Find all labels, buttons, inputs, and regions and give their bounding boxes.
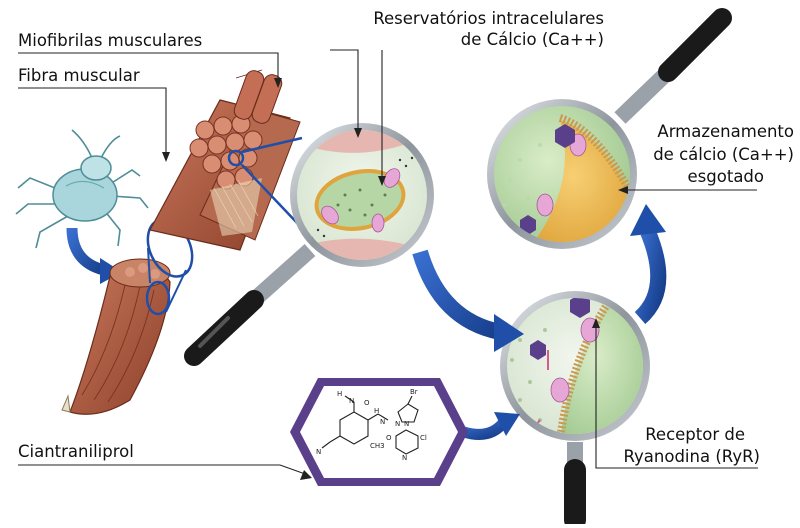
magnifier-reservoirs — [184, 123, 434, 366]
atom-n: N — [404, 420, 409, 428]
atom-o: O — [386, 434, 392, 442]
atom-n: N — [380, 418, 385, 426]
atom-h: H — [337, 390, 342, 398]
insect-illustration — [15, 129, 149, 249]
label-reservatorios-line2: de Cálcio (Ca++) — [460, 30, 604, 49]
leader-lines — [18, 49, 758, 476]
atom-n: N — [349, 397, 354, 405]
label-fibra-muscular: Fibra muscular — [18, 66, 140, 85]
atom-cl: Cl — [420, 434, 427, 442]
flow-arrows — [412, 204, 667, 440]
label-receptor-line2: Ryanodina (RyR) — [623, 447, 760, 466]
label-miofibrilas: Miofibrilas musculares — [18, 31, 203, 50]
whole-muscle-illustration — [61, 258, 171, 415]
label-armazenamento-line3: esgotado — [687, 167, 764, 186]
zoom-indicator-fiber — [227, 149, 245, 167]
magnifier-ryr — [500, 291, 650, 528]
arrow-insect-to-muscle — [66, 227, 106, 276]
atom-n: N — [395, 420, 400, 428]
atom-h: H — [374, 407, 379, 415]
magnifier-depleted-storage — [487, 8, 732, 249]
atom-n: N — [402, 454, 407, 462]
atom-n: N — [316, 448, 321, 456]
label-armazenamento-line1: Armazenamento — [657, 122, 794, 141]
label-receptor-line1: Receptor de — [645, 425, 745, 444]
muscle-fiber-bundle — [149, 69, 301, 251]
label-reservatorios-line1: Reservatórios intracelulares — [373, 9, 604, 28]
label-ciantraniliprol: Ciantraniliprol — [18, 442, 134, 461]
atom-o: O — [364, 399, 370, 407]
atom-br: Br — [410, 388, 418, 396]
ciantraniliprol-molecule: Br N N N H O O H N Cl CH3 N N — [290, 378, 468, 486]
atom-ch3: CH3 — [370, 442, 385, 450]
label-armazenamento-line2: de cálcio (Ca++) — [653, 145, 794, 164]
